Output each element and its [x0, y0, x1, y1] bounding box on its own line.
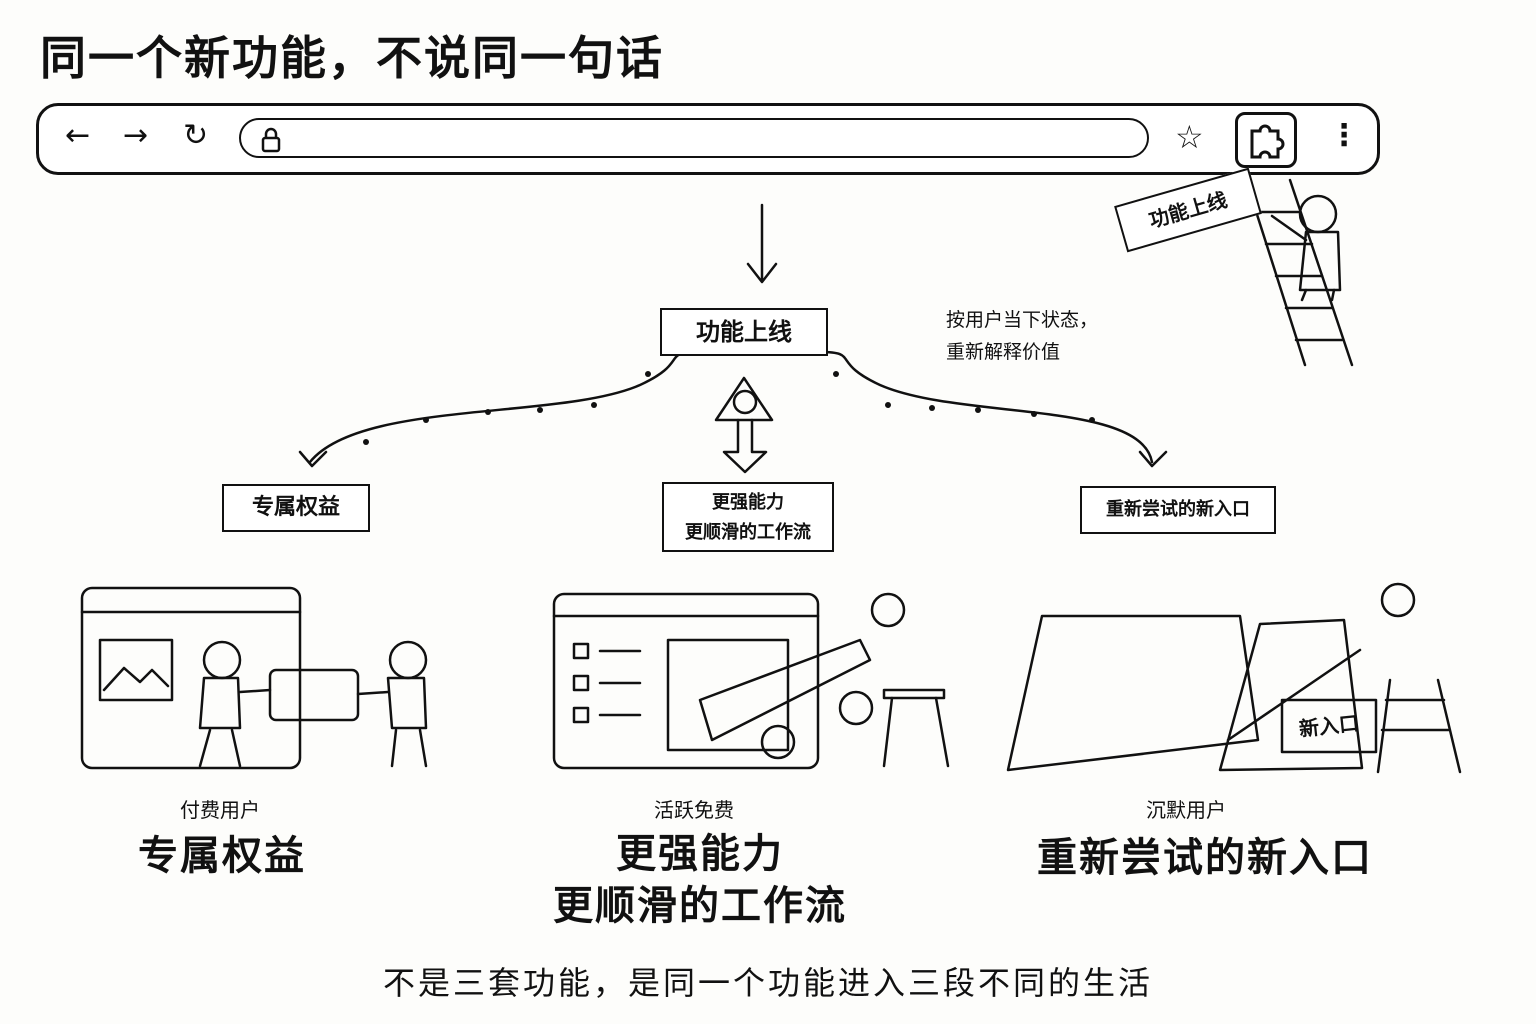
- headline-active: 更强能力 更顺滑的工作流: [500, 828, 900, 932]
- segment-label-active: 活跃免费: [654, 798, 734, 822]
- menu-icon[interactable]: ⋮: [1329, 118, 1359, 153]
- new-entry-sign: 新入口: [1297, 710, 1361, 742]
- headline-line: 更强能力: [616, 831, 784, 877]
- puzzle-icon: [1250, 124, 1285, 159]
- hub-banner: 功能上线: [660, 308, 828, 356]
- paid-user-illustration: [80, 586, 428, 770]
- side-note: 按用户当下状态， 重新解释价值: [946, 304, 1098, 368]
- segment-label-paid: 付费用户: [180, 798, 260, 822]
- page-title: 同一个新功能，不说同一句话: [40, 31, 664, 85]
- footer-caption: 不是三套功能，是同一个功能进入三段不同的生活: [382, 964, 1153, 1002]
- headline-paid: 专属权益: [138, 833, 306, 879]
- browser-toolbar: ← → ↻ ☆ ⋮: [36, 103, 1380, 175]
- banner-line: 更顺滑的工作流: [685, 522, 811, 543]
- extension-button[interactable]: [1235, 112, 1297, 168]
- side-note-line: 按用户当下状态，: [946, 309, 1099, 331]
- banner-line: 更强能力: [712, 492, 784, 513]
- headline-line: 更顺滑的工作流: [553, 883, 847, 929]
- active-free-user-illustration: [552, 592, 950, 770]
- launch-sign: 功能上线: [1114, 167, 1262, 253]
- branch-banner-dormant: 重新尝试的新入口: [1080, 486, 1276, 534]
- address-bar[interactable]: [239, 118, 1149, 158]
- dormant-user-illustration: [1006, 582, 1462, 774]
- side-note-line: 重新解释价值: [946, 341, 1061, 363]
- segment-label-dormant: 沉默用户: [1146, 798, 1226, 822]
- forward-button[interactable]: →: [123, 118, 149, 153]
- bookmark-star-icon[interactable]: ☆: [1175, 118, 1204, 156]
- headline-dormant: 重新尝试的新入口: [1037, 835, 1373, 881]
- ladder-worker-illustration: [1244, 178, 1354, 367]
- branch-banner-paid: 专属权益: [222, 484, 370, 532]
- branch-banner-active: 更强能力 更顺滑的工作流: [662, 482, 834, 552]
- back-button[interactable]: ←: [65, 118, 91, 153]
- lock-icon: [261, 127, 281, 153]
- reload-button[interactable]: ↻: [183, 118, 209, 153]
